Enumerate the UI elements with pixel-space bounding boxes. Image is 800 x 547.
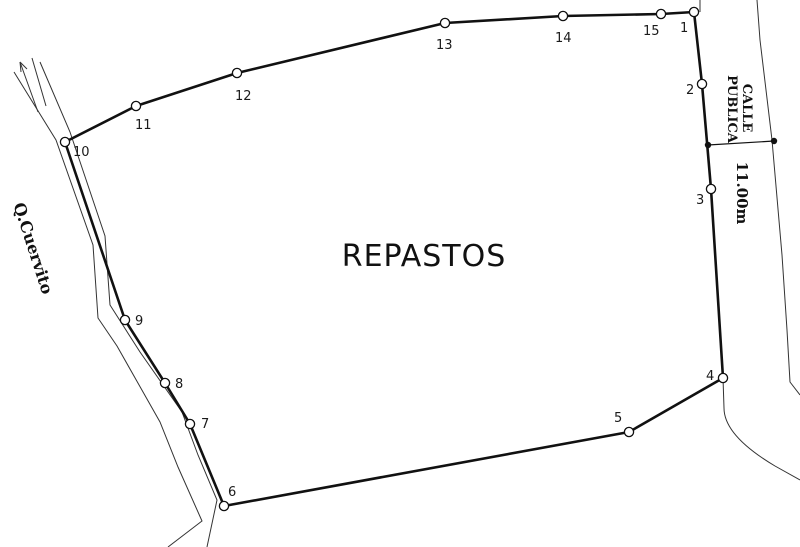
vertex-label-11: 11 — [135, 118, 152, 133]
road-edges — [699, 0, 800, 481]
road-width-dimension-end-east — [770, 137, 778, 145]
creek-arrow-2 — [31, 57, 47, 107]
road-edge-east — [756, 0, 800, 396]
creek-banks — [13, 61, 218, 547]
vertex-marker-12 — [231, 67, 243, 79]
vertex-label-9: 9 — [135, 314, 143, 329]
boundary-vertices — [59, 6, 729, 512]
vertex-marker-4 — [717, 372, 729, 384]
vertex-marker-11 — [130, 100, 142, 112]
road-width-dimension — [704, 137, 778, 149]
vertex-label-3: 3 — [696, 193, 704, 208]
vertex-marker-6 — [218, 500, 230, 512]
vertex-marker-15 — [655, 8, 667, 20]
creek-arrow-1 — [19, 61, 39, 113]
vertex-label-1: 1 — [680, 21, 688, 36]
vertex-marker-5 — [623, 426, 635, 438]
property-boundary — [63, 10, 725, 508]
vertex-marker-13 — [439, 17, 451, 29]
creek-label: Q.Cuervito — [9, 200, 57, 297]
vertex-label-5: 5 — [614, 411, 622, 426]
vertex-label-2: 2 — [686, 83, 694, 98]
road-width-dimension-end-west — [704, 141, 712, 149]
vertex-label-8: 8 — [175, 377, 183, 392]
vertex-marker-7 — [184, 418, 196, 430]
vertex-marker-8 — [159, 377, 171, 389]
creek-bank-inner — [39, 61, 218, 547]
vertex-label-4: 4 — [706, 369, 714, 384]
vertex-marker-1 — [688, 6, 700, 18]
vertex-label-12: 12 — [235, 89, 252, 104]
vertex-label-7: 7 — [201, 417, 209, 432]
vertex-label-15: 15 — [643, 24, 660, 39]
road-width-dimension-line — [707, 140, 775, 146]
vertex-label-6: 6 — [228, 485, 236, 500]
vertex-label-13: 13 — [436, 38, 453, 53]
creek-flow-arrows — [19, 57, 47, 113]
creek-bank-outer — [13, 71, 203, 547]
road-edge-west — [699, 0, 800, 481]
area-label: REPASTOS — [342, 239, 507, 274]
vertex-marker-10 — [59, 136, 71, 148]
creek-arrow-1-head — [19, 61, 28, 73]
vertex-marker-3 — [705, 183, 717, 195]
vertex-marker-14 — [557, 10, 569, 22]
vertex-marker-9 — [119, 314, 131, 326]
road-name-line2: PUBLICA — [724, 75, 739, 144]
vertex-marker-2 — [696, 78, 708, 90]
vertex-label-10: 10 — [73, 145, 90, 160]
road-name-line1: CALLE — [739, 84, 754, 133]
vertex-label-14: 14 — [555, 31, 572, 46]
road-width-label: 11.00m — [733, 162, 751, 225]
